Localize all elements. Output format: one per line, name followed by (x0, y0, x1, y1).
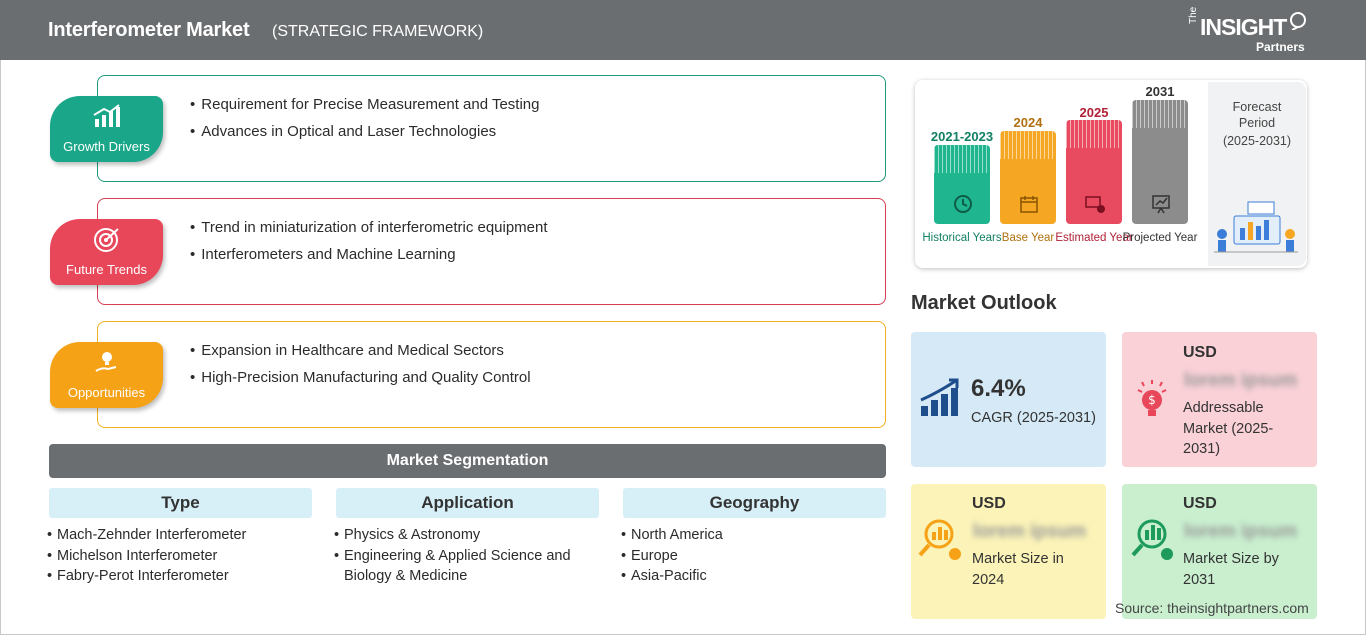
list-item: Expansion in Healthcare and Medical Sect… (190, 342, 531, 359)
segment-header: Application (336, 488, 599, 518)
target-icon (94, 228, 119, 252)
segment-type: Type Mach-Zehnder Interferometer Michels… (49, 488, 312, 587)
list-item: Asia-Pacific (621, 566, 886, 587)
bar-projected (1132, 100, 1188, 224)
addressable-label: Addressable Market (2025-2031) (1183, 400, 1274, 457)
calendar-icon (1020, 196, 1038, 213)
magnifier-chart-icon (1131, 519, 1173, 560)
bar-historical (934, 145, 990, 224)
year-base: 2024 (1013, 115, 1043, 130)
list-item: Engineering & Applied Science and Biolog… (334, 546, 579, 587)
badge-label: Opportunities (67, 385, 146, 400)
page-subtitle: (STRATEGIC FRAMEWORK) (272, 23, 484, 40)
future-trends-badge[interactable]: Future Trends (50, 219, 163, 285)
lightbulb-hand-icon (95, 352, 117, 372)
opportunities-box: Expansion in Healthcare and Medical Sect… (97, 321, 886, 428)
segment-header: Geography (623, 488, 886, 518)
list-item: Fabry-Perot Interferometer (47, 566, 312, 587)
presentation-board-icon (1152, 195, 1170, 214)
growth-bars-icon (920, 378, 959, 416)
currency-label: USD (1183, 495, 1217, 512)
insight-partners-logo[interactable]: The INSIGHT Partners (1188, 6, 1313, 54)
estimate-chart-icon (1085, 196, 1105, 213)
segment-application: Application Physics & Astronomy Engineer… (336, 488, 599, 587)
forecast-range: (2025-2031) (1222, 134, 1292, 148)
segment-header: Type (49, 488, 312, 518)
list-item: North America (621, 525, 886, 546)
money-bulb-icon: $ (1137, 380, 1167, 416)
label-projected: Projected Year (1122, 232, 1198, 244)
logo-swoosh-icon (1290, 12, 1306, 30)
list-item: Trend in miniaturization of interferomet… (190, 219, 547, 236)
bar-estimated (1066, 120, 1122, 224)
forecast-label: Forecast Period (1232, 100, 1282, 130)
cagr-value: 6.4% (971, 375, 1026, 402)
market-size-2031-card: USD lorem ipsum Market Size by 2031 (1122, 484, 1317, 619)
market-size-2031-label: Market Size by 2031 (1183, 551, 1279, 588)
year-estimated: 2025 (1079, 105, 1109, 120)
header-bar: Interferometer Market (STRATEGIC FRAMEWO… (0, 0, 1366, 60)
bar-base (1000, 131, 1056, 224)
blurred-value: lorem ipsum (1184, 370, 1297, 391)
currency-label: USD (972, 495, 1006, 512)
page-title: Interferometer Market (48, 19, 250, 41)
opportunities-badge[interactable]: Opportunities (50, 342, 163, 408)
badge-label: Future Trends (66, 262, 147, 277)
forecast-period: Forecast Period (2025-2031) (1210, 99, 1304, 149)
logo-partners: Partners (1256, 40, 1305, 54)
market-outlook-title: Market Outlook (911, 292, 1057, 314)
cagr-card: 6.4% CAGR (2025-2031) (911, 332, 1106, 467)
segment-geography: Geography North America Europe Asia-Paci… (623, 488, 886, 587)
market-size-2024-label: Market Size in 2024 (972, 551, 1064, 588)
list-item: Europe (621, 546, 886, 567)
list-item: Requirement for Precise Measurement and … (190, 96, 539, 113)
badge-label: Growth Drivers (63, 139, 150, 154)
label-historical: Historical Years (922, 232, 1002, 244)
list-item: Physics & Astronomy (334, 525, 579, 546)
source-credit[interactable]: Source: theinsightpartners.com (1115, 600, 1309, 616)
logo-the: The (1188, 6, 1199, 24)
list-item: High-Precision Manufacturing and Quality… (190, 369, 530, 386)
future-trends-box: Trend in miniaturization of interferomet… (97, 198, 886, 305)
list-item: Mach-Zehnder Interferometer (47, 525, 312, 546)
blurred-value: lorem ipsum (973, 521, 1086, 542)
year-projected: 2031 (1145, 84, 1175, 99)
svg-text:$: $ (1148, 393, 1156, 407)
growth-drivers-badge[interactable]: Growth Drivers (50, 96, 163, 162)
list-item: Michelson Interferometer (47, 546, 312, 567)
growth-chart-icon (93, 104, 120, 127)
segmentation-title: Market Segmentation (49, 444, 886, 478)
analytics-illustration-icon (1214, 201, 1298, 253)
logo-insight: INSIGHT (1200, 14, 1287, 40)
growth-drivers-box: Requirement for Precise Measurement and … (97, 75, 886, 182)
addressable-market-card: USD lorem ipsum $ Addressable Market (20… (1122, 332, 1317, 467)
label-base: Base Year (1001, 232, 1055, 244)
cagr-label: CAGR (2025-2031) (971, 410, 1096, 426)
magnifier-coin-icon (918, 519, 961, 560)
currency-label: USD (1183, 344, 1217, 361)
history-clock-icon (954, 195, 972, 213)
label-estimated: Estimated Year (1055, 232, 1133, 244)
year-historical: 2021-2023 (930, 129, 994, 144)
list-item: Interferometers and Machine Learning (190, 246, 548, 263)
blurred-value: lorem ipsum (1184, 521, 1297, 542)
list-item: Advances in Optical and Laser Technologi… (190, 123, 540, 140)
market-size-2024-card: USD lorem ipsum Market Size in 2024 (911, 484, 1106, 619)
